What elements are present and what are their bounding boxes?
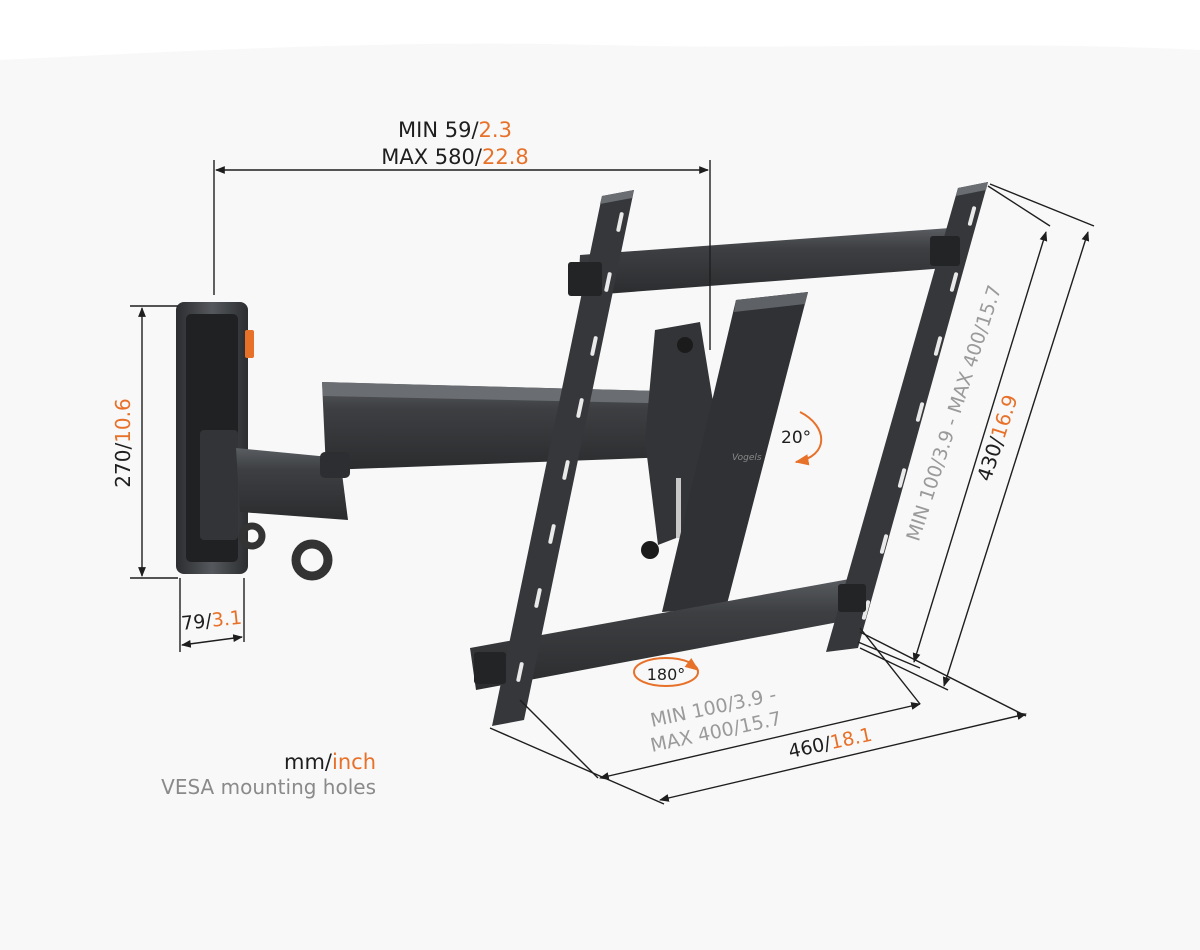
wall-height-label: 270/10.6 xyxy=(111,398,135,487)
tilt-angle-label: 20° xyxy=(781,428,811,448)
rail-clamp xyxy=(568,262,602,296)
dimension-lines xyxy=(130,160,1095,805)
mount-slots-left xyxy=(516,212,624,682)
rail-clamp xyxy=(930,236,960,266)
tilt-bracket xyxy=(641,322,716,559)
arm-section-2 xyxy=(320,382,700,478)
tv-mount: Vogels xyxy=(176,182,988,726)
rail-clamp xyxy=(838,584,866,612)
wall-width-label: 79/3.1 xyxy=(180,607,243,635)
rail-clamp xyxy=(474,652,506,684)
legend-caption: VESA mounting holes xyxy=(161,775,376,799)
brand-logo: Vogels xyxy=(732,453,762,463)
swivel-rotation-icon xyxy=(633,657,700,687)
tilt-rotation-icon xyxy=(794,411,823,466)
swivel-angle-label: 180° xyxy=(647,665,686,684)
unit-legend: mm/inch xyxy=(284,750,376,774)
release-tab-icon xyxy=(245,330,254,358)
depth-min-label: MIN 59/2.3 xyxy=(398,118,512,142)
depth-max-label: MAX 580/22.8 xyxy=(381,145,528,169)
